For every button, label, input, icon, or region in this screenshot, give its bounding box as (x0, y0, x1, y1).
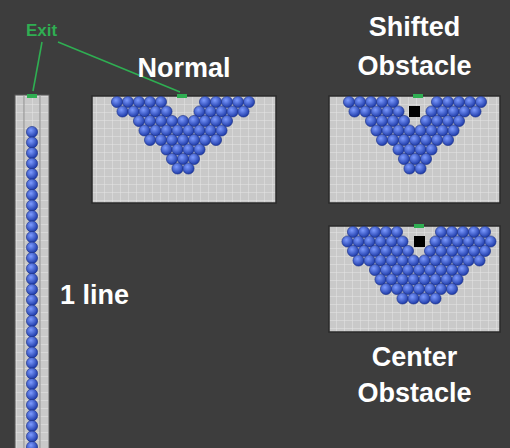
agent-dot (26, 347, 37, 358)
agent-dot (397, 293, 408, 304)
agent-dot (349, 106, 360, 117)
agent-dot (26, 378, 37, 389)
exit-mark (414, 224, 424, 228)
agent-dot (430, 293, 441, 304)
agent-dot (26, 441, 37, 448)
agent-dot (26, 137, 37, 148)
agent-dot (26, 284, 37, 295)
agent-dot (404, 163, 415, 174)
agent-dot (26, 168, 37, 179)
agent-dot (419, 293, 430, 304)
panel-title: Center Obstacle (323, 339, 506, 411)
room-floor (329, 226, 500, 332)
agent-dot (183, 163, 194, 174)
agent-dot (26, 263, 37, 274)
agent-dot (26, 389, 37, 400)
agent-dot (26, 242, 37, 253)
agent-dot (376, 134, 387, 145)
agent-dot (26, 326, 37, 337)
panel-title: Shifted Obstacle (323, 8, 506, 86)
agent-dot (26, 315, 37, 326)
agent-dot (470, 106, 481, 117)
leader-line (33, 42, 42, 91)
agent-dot (238, 106, 249, 117)
agent-dot (26, 126, 37, 137)
agent-dot (26, 210, 37, 221)
exit-label: Exit (26, 21, 57, 41)
agent-dot (26, 179, 37, 190)
agent-dot (442, 134, 453, 145)
agent-dot (446, 283, 457, 294)
agent-dot (26, 410, 37, 421)
agent-dot (117, 106, 128, 117)
agent-dot (26, 221, 37, 232)
panel-title: Normal (92, 52, 276, 84)
agent-dot (380, 283, 391, 294)
agent-dot (415, 163, 426, 174)
corridor-panel: 1 line (15, 95, 155, 448)
corridor-wall (40, 96, 41, 448)
agent-dot (26, 399, 37, 410)
room-floor (329, 96, 500, 203)
agent-dot (144, 134, 155, 145)
agent-dot (26, 189, 37, 200)
exit-mark (413, 94, 423, 98)
agent-dot (26, 368, 37, 379)
exit-mark (27, 94, 37, 98)
room-panel: Shifted Obstacle (329, 6, 500, 203)
agent-dot (353, 255, 364, 266)
agent-dot (26, 252, 37, 263)
agent-dot (26, 231, 37, 242)
corridor-floor (15, 95, 49, 448)
agent-dot (408, 293, 419, 304)
agent-dot (26, 420, 37, 431)
agent-dot (26, 200, 37, 211)
room-panel: Center Obstacle (329, 226, 500, 440)
agent-dot (26, 431, 37, 442)
obstacle-block (414, 236, 425, 247)
agent-dot (26, 305, 37, 316)
agent-dot (210, 134, 221, 145)
agent-dot (26, 294, 37, 305)
exit-mark (177, 94, 187, 98)
agent-dot (26, 158, 37, 169)
agent-dot (26, 336, 37, 347)
room-floor (92, 96, 276, 203)
room-panel: Normal (92, 40, 276, 203)
agent-dot (26, 147, 37, 158)
agent-dot (474, 255, 485, 266)
obstacle-block (409, 106, 420, 117)
agent-dot (172, 163, 183, 174)
agent-dot (26, 357, 37, 368)
panel-title: 1 line (60, 279, 155, 311)
agent-dot (26, 273, 37, 284)
corridor-wall (24, 96, 25, 448)
